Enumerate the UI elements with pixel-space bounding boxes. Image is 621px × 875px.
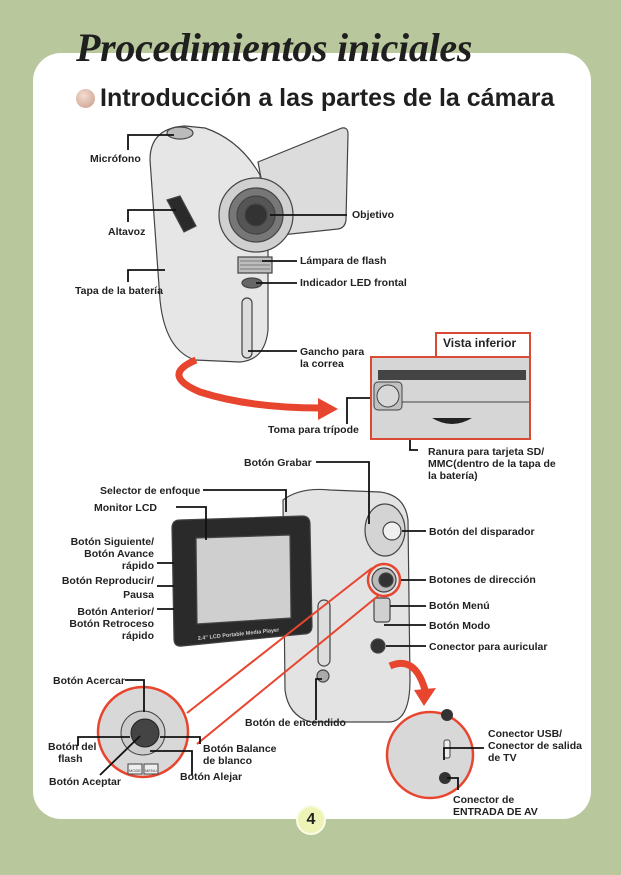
camera-front-view — [149, 125, 349, 363]
section-title: Introducción a las partes de la cámara — [100, 84, 555, 112]
label-grabar: Botón Grabar — [244, 457, 312, 469]
label-balance: Botón Balance de blanco — [203, 743, 277, 767]
label-tripode: Toma para trípode — [268, 424, 359, 436]
label-altavoz: Altavoz — [108, 226, 146, 238]
label-usb: Conector USB/ Conector de salida de TV — [488, 728, 582, 764]
label-menu: Botón Menú — [429, 600, 490, 612]
label-aceptar: Botón Aceptar — [49, 776, 121, 788]
dpad-highlight-ring — [366, 562, 402, 598]
label-ranura-sd: Ranura para tarjeta SD/ MMC(dentro de la… — [428, 446, 556, 482]
label-objetivo: Objetivo — [352, 209, 395, 221]
label-microfono: Micrófono — [90, 153, 141, 165]
label-acercar: Botón Acercar — [53, 675, 125, 687]
bottom-view-label: Vista inferior — [443, 336, 517, 350]
label-direccion: Botones de dirección — [429, 574, 536, 586]
page-number-badge: 4 — [296, 805, 326, 835]
label-enfoque: Selector de enfoque — [100, 485, 201, 497]
red-arrowhead — [318, 398, 338, 420]
label-lampara-flash: Lámpara de flash — [300, 255, 387, 267]
svg-text:MENU: MENU — [145, 768, 157, 773]
bottom-view-image — [370, 356, 531, 440]
section-bullet-icon — [76, 89, 95, 108]
label-gancho-correa: Gancho para la correa — [300, 346, 365, 370]
bottom-view-tab — [435, 332, 531, 356]
label-reproducir: Botón Reproducir/ Pausa — [61, 575, 154, 601]
page-title: Procedimientos iniciales — [76, 25, 473, 70]
label-disparador: Botón del disparador — [429, 526, 535, 538]
label-anterior: Botón Anterior/ Botón Retroceso rápido — [69, 606, 154, 642]
red-arrow-to-bottom-view — [175, 356, 321, 412]
label-alejar: Botón Alejar — [180, 771, 243, 783]
label-entrada-av: Conector de ENTRADA DE AV — [453, 794, 538, 818]
label-led-frontal: Indicador LED frontal — [300, 277, 407, 289]
ports-detail — [385, 709, 475, 800]
label-siguiente: Botón Siguiente/ Botón Avance rápido — [70, 536, 154, 572]
svg-text:MODE: MODE — [129, 768, 141, 773]
label-flash: Botón del flash — [48, 741, 97, 765]
red-arrow-to-ports — [388, 659, 429, 692]
label-modo: Botón Modo — [429, 620, 491, 632]
label-tapa-bateria: Tapa de la batería — [75, 285, 163, 297]
label-auricular: Conector para auricular — [429, 641, 548, 653]
camera-side-view — [171, 488, 411, 723]
label-lcd: Monitor LCD — [94, 502, 157, 514]
label-encendido: Botón de encendido — [245, 717, 346, 729]
